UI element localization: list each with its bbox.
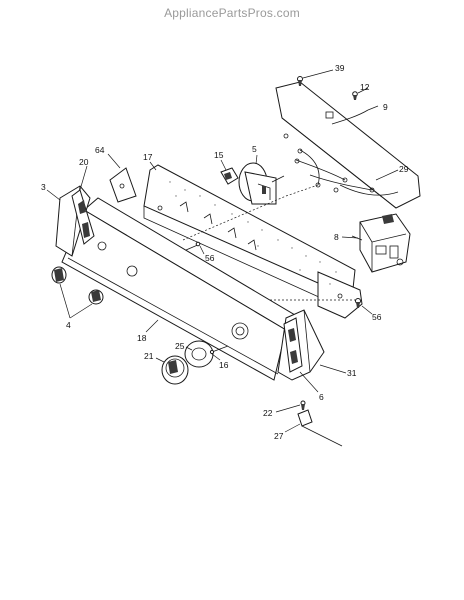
callout-31: 31 [319, 364, 357, 378]
console-bracket [109, 167, 137, 203]
callout-label-20: 20 [79, 157, 89, 167]
front-console-panel [61, 197, 301, 381]
callout-27: 27 [274, 423, 301, 441]
callout-16: 16 [211, 353, 229, 370]
screw-12 [352, 91, 358, 100]
callout-18: 18 [137, 319, 159, 343]
screw-56-side [355, 298, 361, 308]
rear-cover-plate [275, 81, 421, 209]
callout-17: 17 [143, 152, 157, 171]
screw-39 [297, 76, 303, 86]
callout-label-64: 64 [95, 145, 105, 155]
panel-texture [169, 181, 337, 285]
selector-switch [220, 167, 239, 185]
screw-22 [300, 400, 306, 410]
knob-middle [88, 289, 104, 305]
callout-25: 25 [175, 341, 193, 351]
knob-clip [209, 345, 229, 355]
callout-20: 20 [79, 157, 89, 191]
callout-21: 21 [144, 351, 165, 363]
callout-label-9: 9 [383, 102, 388, 112]
callout-label-27: 27 [274, 431, 284, 441]
callout-label-21: 21 [144, 351, 154, 361]
timer-assembly [351, 213, 411, 273]
callout-label-4: 4 [66, 320, 71, 330]
knob-skirt [184, 340, 214, 368]
screw-56-console [185, 241, 201, 251]
callout-label-17: 17 [143, 152, 153, 162]
leg-bracket [297, 409, 343, 447]
callout-label-56-console: 56 [205, 253, 215, 263]
watermark-text: AppliancePartsPros.com [164, 6, 300, 20]
callout-8: 8 [334, 232, 359, 242]
callout-12: 12 [357, 82, 370, 94]
callout-label-31: 31 [347, 368, 357, 378]
callout-label-8: 8 [334, 232, 339, 242]
callout-56-side: 56 [361, 305, 382, 322]
knob-left [51, 266, 67, 284]
rear-console-panel [143, 164, 363, 319]
callout-label-12: 12 [360, 82, 370, 92]
control-switch [238, 162, 285, 205]
callout-label-18: 18 [137, 333, 147, 343]
callout-label-39: 39 [335, 63, 345, 73]
callout-label-3: 3 [41, 182, 46, 192]
callout-64: 64 [95, 145, 121, 169]
callout-label-56-side: 56 [372, 312, 382, 322]
explode-lines [182, 184, 358, 301]
callout-label-5: 5 [252, 144, 257, 154]
callout-15: 15 [214, 150, 227, 171]
callout-label-29: 29 [399, 164, 409, 174]
callout-5: 5 [252, 144, 258, 165]
callout-label-25: 25 [175, 341, 185, 351]
callout-label-22: 22 [263, 408, 273, 418]
callout-6: 6 [299, 371, 324, 402]
callout-label-6: 6 [319, 392, 324, 402]
right-cap-clip [283, 317, 303, 373]
callout-4: 4 [59, 283, 93, 330]
callout-39: 39 [302, 63, 345, 79]
callout-22: 22 [263, 404, 301, 418]
timer-knob [161, 355, 189, 385]
callout-3: 3 [41, 182, 61, 201]
callout-29: 29 [375, 164, 409, 181]
end-cap-clip [71, 189, 95, 245]
callout-label-16: 16 [219, 360, 229, 370]
wire-harness [294, 109, 399, 196]
callout-56-console: 56 [199, 245, 215, 263]
callout-9: 9 [367, 102, 388, 112]
callout-label-15: 15 [214, 150, 224, 160]
